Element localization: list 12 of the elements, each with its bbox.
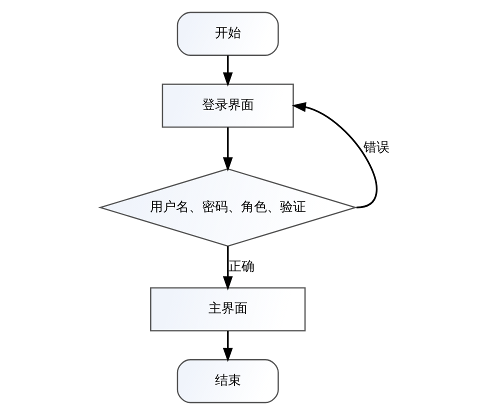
node-diamond: 用户名、密码、角色、验证: [98, 168, 358, 247]
arrow: [291, 102, 377, 208]
edge-label: 错误: [362, 140, 389, 156]
arrow: [222, 127, 232, 172]
edge-label: 正确: [228, 259, 254, 274]
node-box: 主界面: [150, 287, 306, 332]
node-box: 结束: [176, 359, 278, 404]
arrow: [222, 330, 232, 362]
arrow: [222, 246, 232, 290]
node-box: 开始: [176, 12, 278, 56]
node-box: 登录界面: [161, 84, 294, 128]
arrow: [222, 55, 232, 87]
